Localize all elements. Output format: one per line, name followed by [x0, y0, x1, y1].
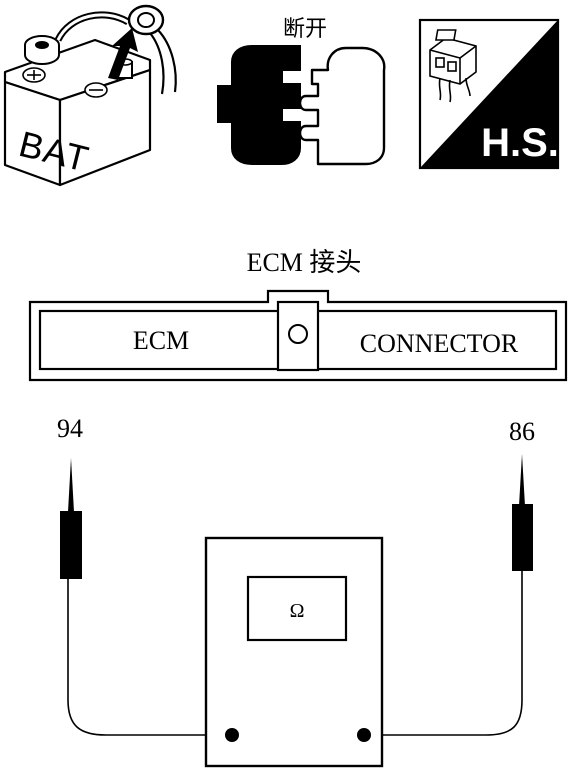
left-pin-number: 94	[57, 414, 83, 443]
meter-right-jack	[357, 728, 371, 742]
battery-negative-terminal-disconnect-icon	[3, 4, 177, 187]
left-test-probe	[60, 458, 82, 579]
connector-left-label: ECM	[133, 326, 189, 355]
right-test-probe	[512, 454, 533, 571]
meter-left-jack	[225, 728, 239, 742]
harness-side-connector-icon	[418, 18, 560, 170]
connector-title: ECM 接头	[247, 248, 362, 277]
connector-right-label: CONNECTOR	[360, 329, 519, 358]
disconnect-label: 断开	[283, 16, 327, 41]
left-test-lead	[67, 579, 232, 736]
hs-label: H.S.	[481, 121, 559, 165]
connector-latch-hole-icon	[288, 324, 308, 344]
connector-disconnect-icon	[217, 45, 386, 166]
ecm-connector	[28, 289, 568, 382]
ohmmeter-icon	[204, 536, 384, 768]
right-test-lead	[364, 571, 523, 736]
meter-display-symbol: Ω	[290, 600, 305, 622]
right-pin-number: 86	[509, 417, 535, 446]
